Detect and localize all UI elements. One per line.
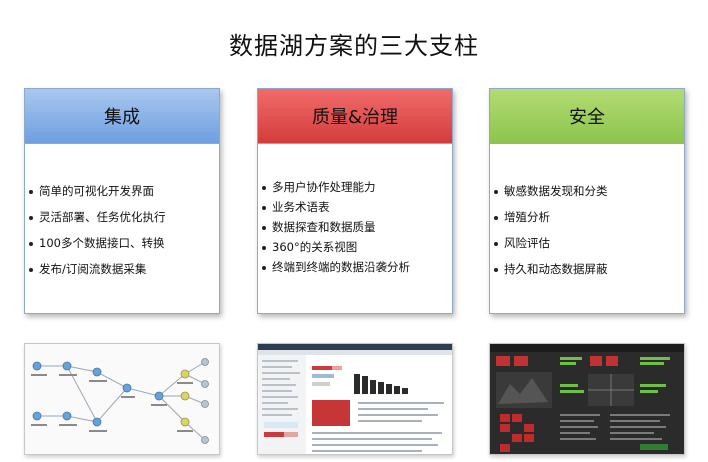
pillar-quality-governance-header: 质量&治理 [258,89,452,144]
list-item: 风险评估 [490,236,684,251]
list-item: 持久和动态数据屏蔽 [490,262,684,277]
diagram-title: 数据湖方案的三大支柱 [229,32,479,60]
pillar-security: 安全 敏感数据发现和分类 增殖分析 风险评估 持久和动态数据屏蔽 [489,88,685,314]
pillar-quality-governance-list: 多用户协作处理能力 业务术语表 数据探查和数据质量 360°的关系视图 终端到终… [258,144,452,275]
list-item: 100多个数据接口、转换 [25,236,219,251]
pillar-integration-header: 集成 [25,89,219,144]
list-item: 增殖分析 [490,210,684,225]
list-item: 多用户协作处理能力 [258,180,452,195]
pillar-security-list: 敏感数据发现和分类 增殖分析 风险评估 持久和动态数据屏蔽 [490,144,684,277]
list-item: 灵活部署、任务优化执行 [25,210,219,225]
pillar-quality-governance: 质量&治理 多用户协作处理能力 业务术语表 数据探查和数据质量 360°的关系视… [257,88,453,314]
quality-profiling-screenshot [257,343,453,455]
pillar-security-header: 安全 [490,89,684,144]
pillar-integration: 集成 简单的可视化开发界面 灵活部署、任务优化执行 100多个数据接口、转换 发… [24,88,220,314]
list-item: 360°的关系视图 [258,240,452,255]
security-dashboard-screenshot [489,343,685,455]
list-item: 数据探查和数据质量 [258,220,452,235]
integration-mapping-screenshot [24,343,220,455]
mapping-flow-graphic [31,358,209,444]
list-item: 敏感数据发现和分类 [490,184,684,199]
security-dashboard-graphic [490,344,684,452]
list-item: 业务术语表 [258,200,452,215]
list-item: 简单的可视化开发界面 [25,184,219,199]
profiling-dashboard-graphic [258,344,452,454]
list-item: 终端到终端的数据沿袭分析 [258,260,452,275]
pillar-integration-list: 简单的可视化开发界面 灵活部署、任务优化执行 100多个数据接口、转换 发布/订… [25,144,219,277]
list-item: 发布/订阅流数据采集 [25,262,219,277]
